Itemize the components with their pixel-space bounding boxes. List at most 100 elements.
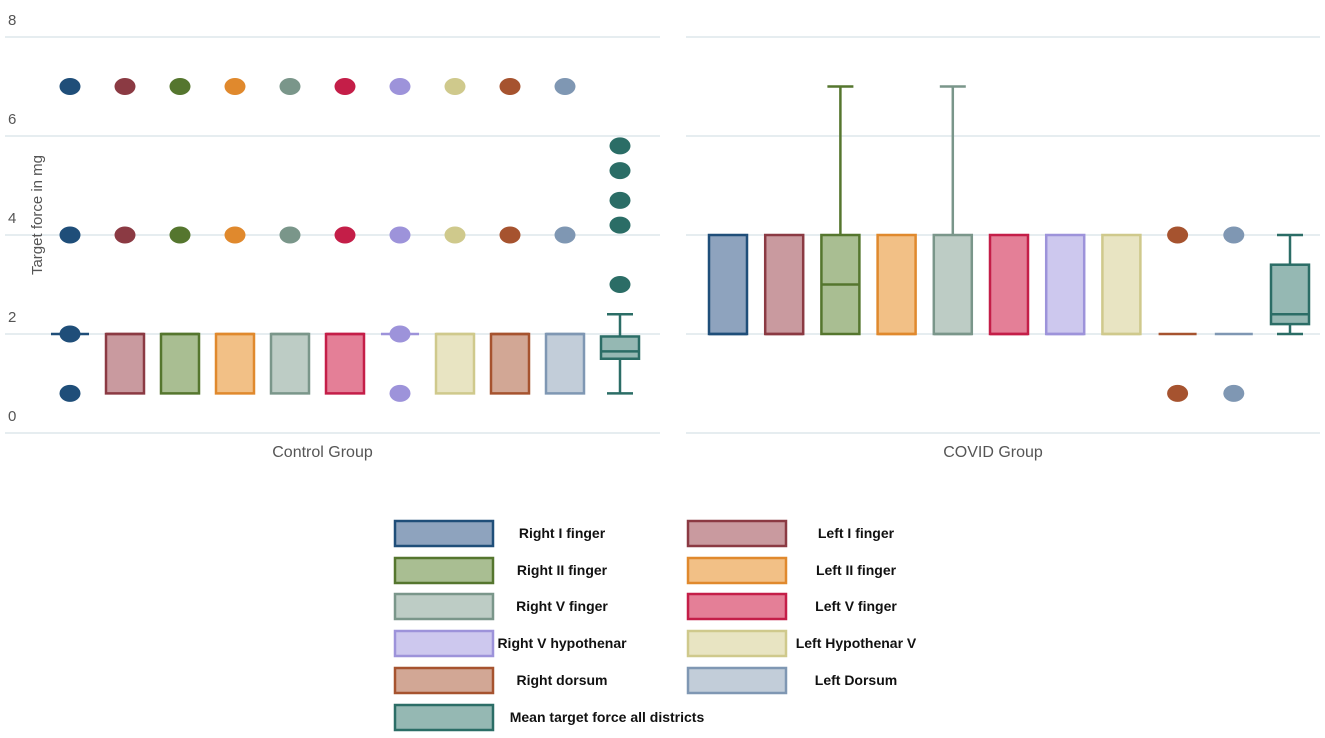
outlier-point (499, 226, 521, 244)
box-body (214, 332, 256, 395)
box-8 (1158, 226, 1197, 402)
outlier-point (444, 226, 466, 244)
box-9 (1214, 226, 1253, 402)
outlier-point (609, 276, 631, 293)
outlier-point (59, 226, 81, 244)
outlier-point (169, 226, 191, 244)
legend-swatch (393, 556, 495, 585)
box-body (932, 233, 974, 336)
outlier-point (1223, 384, 1245, 402)
y-tick-label: 0 (8, 408, 16, 425)
box-10 (599, 137, 641, 395)
legend-label: Right V finger (516, 598, 608, 614)
legend-swatch (393, 703, 495, 732)
box-5 (988, 233, 1030, 336)
group-label: COVID Group (943, 444, 1043, 461)
y-tick-label: 8 (8, 12, 16, 29)
box-6 (1044, 233, 1086, 336)
box-body (707, 233, 749, 336)
box-2 (159, 78, 201, 395)
outlier-point (59, 325, 81, 343)
legend-swatch (686, 666, 788, 695)
legend-label: Left Hypothenar V (796, 635, 917, 651)
legend-label: Left I finger (818, 525, 895, 541)
box-body (1101, 233, 1142, 336)
outlier-point (114, 226, 136, 244)
outlier-point (389, 325, 411, 343)
box-body (763, 233, 805, 336)
legend-label: Left Dorsum (815, 672, 897, 688)
box-body (324, 332, 366, 395)
legend-item: Left V finger (686, 592, 897, 621)
legend-item: Right V finger (393, 592, 608, 621)
legend-label: Right dorsum (517, 672, 608, 688)
legend-label: Right II finger (517, 562, 608, 578)
box-body (876, 233, 917, 336)
outlier-point (554, 78, 576, 95)
outlier-point (444, 78, 466, 95)
outlier-point (609, 137, 631, 155)
outlier-point (224, 226, 246, 244)
outlier-point (554, 226, 576, 244)
legend-swatch (393, 629, 495, 658)
outlier-point (59, 78, 81, 95)
box-4 (932, 85, 974, 336)
box-1 (763, 233, 805, 336)
legend-item: Left I finger (686, 519, 895, 548)
box-body (988, 233, 1030, 336)
legend-swatch (686, 519, 788, 548)
outlier-point (389, 384, 411, 402)
legend-swatch (393, 592, 495, 621)
legend-swatch (686, 629, 788, 658)
legend-item: Right II finger (393, 556, 608, 585)
outlier-point (389, 78, 411, 95)
box-2 (820, 85, 861, 336)
outlier-point (1167, 226, 1189, 244)
outlier-point (334, 78, 356, 95)
box-3 (214, 78, 256, 395)
outlier-point (609, 216, 631, 234)
group-panel: COVID Group (707, 85, 1311, 461)
box-5 (324, 78, 366, 395)
box-body (544, 332, 586, 395)
box-4 (269, 78, 311, 395)
legend-label: Left V finger (815, 598, 897, 614)
box-10 (1269, 233, 1311, 336)
box-body (159, 332, 201, 395)
legend-item: Left Hypothenar V (686, 629, 917, 658)
outlier-point (1223, 226, 1245, 244)
y-tick-label: 6 (8, 111, 16, 128)
box-body (489, 332, 531, 395)
y-tick-label: 2 (8, 309, 16, 326)
legend-swatch (393, 666, 495, 695)
outlier-point (609, 162, 631, 180)
legend-swatch (686, 556, 788, 585)
outlier-point (1167, 384, 1189, 402)
outlier-point (334, 226, 356, 244)
box-7 (1101, 233, 1142, 336)
legend-label: Left II finger (816, 562, 897, 578)
outlier-point (279, 78, 301, 95)
box-0 (51, 78, 89, 402)
box-body (269, 332, 311, 395)
box-7 (434, 78, 476, 395)
legend-item: Left II finger (686, 556, 897, 585)
outlier-point (59, 384, 81, 402)
box-body (1044, 233, 1086, 336)
outlier-point (224, 78, 246, 95)
legend-label: Right V hypothenar (497, 635, 627, 651)
box-3 (876, 233, 917, 336)
outlier-point (279, 226, 301, 244)
outlier-point (389, 226, 411, 244)
box-1 (104, 78, 146, 395)
legend-label: Mean target force all districts (510, 709, 705, 725)
legend-swatch (393, 519, 495, 548)
group-panel: Control Group (51, 78, 641, 461)
legend-item: Mean target force all districts (393, 703, 705, 732)
box-9 (544, 78, 586, 395)
y-tick-label: 4 (8, 210, 16, 227)
